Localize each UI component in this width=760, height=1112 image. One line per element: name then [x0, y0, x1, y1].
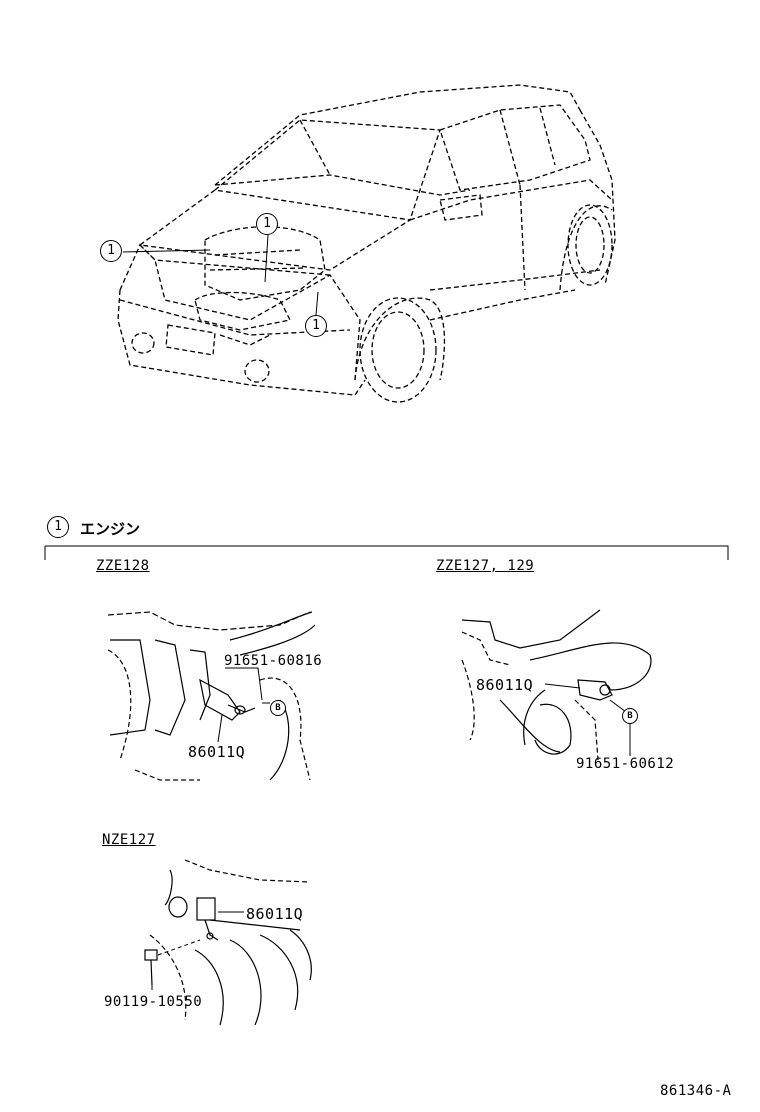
zze128-ref-mark: B [270, 700, 286, 716]
section-number-badge: 1 [47, 516, 69, 538]
zze128-part-sensor: 86011Q [188, 743, 246, 761]
callout-marker: 1 [100, 240, 122, 262]
nze127-part-bolt: 90119-10550 [104, 994, 203, 1010]
zze127-part-bolt: 91651-60612 [576, 756, 675, 772]
zze127-part-sensor: 86011Q [476, 676, 534, 694]
callout-marker: 1 [305, 315, 327, 337]
callout-marker: 1 [256, 213, 278, 235]
section-title: エンジン [80, 520, 141, 538]
model-label-nze127: NZE127 [102, 832, 156, 848]
model-label-zze128: ZZE128 [96, 558, 150, 574]
zze128-part-bolt: 91651-60816 [224, 653, 323, 669]
nze127-part-sensor: 86011Q [246, 905, 304, 923]
diagram-id: 861346-A [660, 1083, 732, 1099]
zze127-ref-mark: B [622, 708, 638, 724]
model-label-zze127: ZZE127, 129 [436, 558, 535, 574]
